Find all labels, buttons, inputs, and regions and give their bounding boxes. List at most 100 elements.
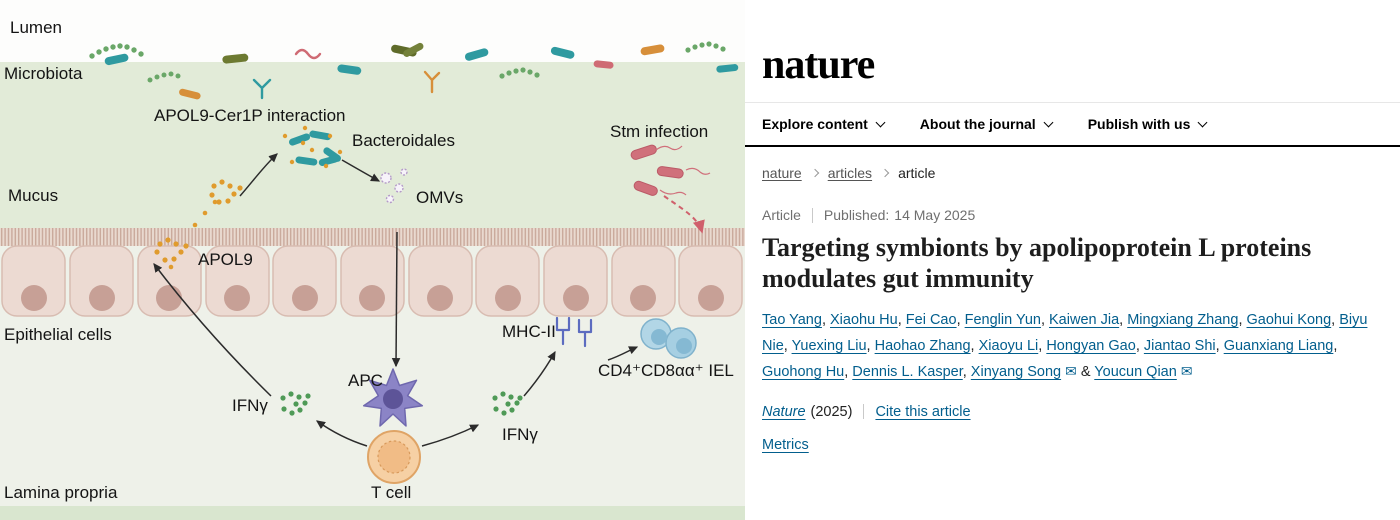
nav-item-label: Publish with us <box>1087 116 1191 132</box>
breadcrumb-item[interactable]: articles <box>827 165 873 181</box>
label-iel: CD4⁺CD8αα⁺ IEL <box>598 361 734 380</box>
author-link[interactable]: Kaiwen Jia <box>1049 312 1120 329</box>
author-separator: , <box>821 312 830 329</box>
label-stm-infection: Stm infection <box>610 122 709 141</box>
article-meta: Article Published: 14 May 2025 <box>762 207 1376 223</box>
chevron-right-icon <box>810 168 819 178</box>
chevron-down-icon <box>1043 117 1054 127</box>
label-microbiota: Microbiota <box>4 64 83 83</box>
apc-cell <box>362 368 424 427</box>
label-lumen: Lumen <box>10 18 62 37</box>
article-content: nature articles article Article Published:… <box>745 147 1400 454</box>
author-separator: , <box>1038 338 1047 355</box>
email-icon[interactable]: ✉ <box>1065 363 1077 380</box>
t-cell <box>367 430 421 484</box>
breadcrumb-item[interactable]: nature <box>762 165 802 181</box>
nav-item-label: Explore content <box>762 116 868 132</box>
brush-border <box>0 228 745 246</box>
author-link[interactable]: Guohong Hu <box>762 363 845 380</box>
nav-item[interactable]: About the journal <box>919 116 1054 132</box>
author-link[interactable]: Youcun Qian <box>1094 363 1177 380</box>
epithelium <box>1 245 743 317</box>
author-link[interactable]: Xiaohu Hu <box>830 312 898 329</box>
cite-link[interactable]: Cite this article <box>875 403 971 420</box>
author-separator: , <box>844 363 853 380</box>
omv-vesicles <box>380 168 408 204</box>
meta-divider <box>863 404 865 420</box>
author-separator: , <box>783 338 792 355</box>
journal-year: (2025) <box>810 403 853 420</box>
author-link[interactable]: Hongyan Gao <box>1046 338 1136 355</box>
label-apc: APC <box>348 371 383 390</box>
author-link[interactable]: Fei Cao <box>905 312 957 329</box>
author-link[interactable]: Gaohui Kong <box>1246 312 1332 329</box>
chevron-down-icon <box>1197 117 1208 127</box>
nav-item-label: About the journal <box>919 116 1036 132</box>
stm-bacteria <box>630 144 711 196</box>
author-separator: , <box>897 312 906 329</box>
nature-logo[interactable]: nature <box>762 42 875 88</box>
author-link[interactable]: Jiantao Shi <box>1143 338 1216 355</box>
label-apol9-cer1p: APOL9-Cer1P interaction <box>154 106 346 125</box>
author-separator: , <box>1333 338 1338 355</box>
author-link[interactable]: Xinyang Song <box>970 363 1062 380</box>
published-date: 14 May 2025 <box>894 207 976 223</box>
label-mhc2: MHC-II <box>502 322 556 341</box>
iel-cells <box>640 318 697 359</box>
author-link[interactable]: Guanxiang Liang <box>1223 338 1334 355</box>
article-type: Article <box>762 207 801 223</box>
nav-item[interactable]: Publish with us <box>1087 116 1208 132</box>
microbiota-shapes <box>89 41 739 100</box>
author-link[interactable]: Mingxiang Zhang <box>1127 312 1239 329</box>
author-separator: , <box>1215 338 1224 355</box>
figure-panel: Lumen Microbiota APOL9-Cer1P interaction… <box>0 18 745 520</box>
author-separator: & <box>1076 363 1095 380</box>
label-mucus: Mucus <box>8 186 59 205</box>
chevron-down-icon <box>875 117 886 127</box>
author-link[interactable]: Xiaoyu Li <box>978 338 1039 355</box>
label-ifng-right: IFNγ <box>502 425 538 444</box>
ifng-dots-right <box>492 391 523 416</box>
infection-arrow <box>663 195 705 234</box>
author-link[interactable]: Tao Yang <box>762 312 822 329</box>
author-link[interactable]: Fenglin Yun <box>964 312 1041 329</box>
author-link[interactable]: Dennis L. Kasper <box>852 363 963 380</box>
label-lamina-propria: Lamina propria <box>4 483 118 502</box>
nav-item[interactable]: Explore content <box>762 116 886 132</box>
flow-arrows <box>153 153 639 447</box>
author-separator: , <box>956 312 965 329</box>
author-separator: , <box>970 338 979 355</box>
author-separator: , <box>1119 312 1128 329</box>
chevron-right-icon <box>880 168 890 178</box>
author-link[interactable]: Biyu Nie <box>762 312 1368 355</box>
label-ifng-left: IFNγ <box>232 396 268 415</box>
journal-line: Nature (2025) Cite this article <box>762 404 1376 420</box>
author-link[interactable]: Yuexing Liu <box>791 338 867 355</box>
ifng-dots-left <box>280 391 311 416</box>
breadcrumb-item: article <box>898 165 936 181</box>
label-bacteroidales: Bacteroidales <box>352 131 456 150</box>
published-label: Published: <box>823 207 890 223</box>
metrics-link[interactable]: Metrics <box>762 436 809 453</box>
bacteroidales-cluster <box>282 125 343 169</box>
label-epithelial-cells: Epithelial cells <box>4 325 112 344</box>
primary-nav: Explore content About the journal Publish … <box>745 102 1400 147</box>
author-link[interactable]: Haohao Zhang <box>874 338 971 355</box>
figure-illustration <box>0 41 745 520</box>
author-separator: , <box>962 363 971 380</box>
mhc2-icons <box>555 316 593 348</box>
breadcrumb: nature articles article <box>762 165 1376 181</box>
label-omvs: OMVs <box>416 188 464 207</box>
email-icon[interactable]: ✉ <box>1180 363 1193 380</box>
meta-divider <box>811 207 813 223</box>
author-separator: , <box>1331 312 1340 329</box>
apol9-dots <box>154 237 189 270</box>
journal-link[interactable]: Nature <box>762 403 806 420</box>
author-separator: , <box>866 338 875 355</box>
author-separator: , <box>1135 338 1144 355</box>
author-list: Tao Yang, Xiaohu Hu, Fei Cao, Fenglin Yu… <box>762 308 1376 385</box>
article-title: Targeting symbionts by apolipoprotein L … <box>762 233 1312 294</box>
apol9-cer1p-dots <box>192 179 243 228</box>
